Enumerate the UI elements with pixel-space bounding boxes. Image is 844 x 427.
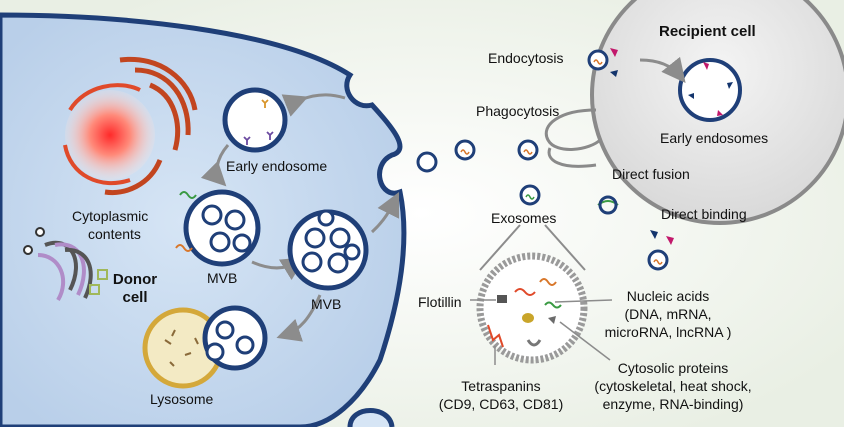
early-endosomes-label: Early endosomes (660, 130, 769, 146)
endocytosis-label: Endocytosis (488, 50, 564, 66)
mvb-1 (175, 189, 261, 267)
direct-binding-vesicle (647, 230, 674, 271)
endocytosis-vesicle (587, 48, 618, 77)
donor-early-endosome (222, 87, 288, 153)
flotillin-label: Flotillin (418, 294, 462, 310)
phagocytosis-label: Phagocytosis (476, 103, 560, 119)
exosome-vesicle (519, 184, 541, 206)
nucleic-acids-label-line3: microRNA, lncRNA ) (604, 324, 732, 340)
tetraspanins-label-line2: (CD9, CD63, CD81) (438, 396, 564, 412)
recipient-cell-label: Recipient cell (659, 23, 756, 40)
exosomes-label: Exosomes (491, 210, 557, 226)
mvb-label-2: MVB (311, 296, 342, 312)
direct-fusion-vesicle (597, 195, 619, 215)
donor-cell-label-line1: Donor (112, 271, 158, 288)
phagocytosis-vesicle (517, 139, 539, 161)
nucleic-acids-label-line1: Nucleic acids (626, 288, 710, 304)
cytosolic-proteins-label-line3: enzyme, RNA-binding) (602, 396, 744, 412)
nucleus-er (63, 56, 198, 196)
endocytosis-arrow (639, 56, 686, 84)
endosome-to-mvb-arrow (200, 144, 230, 187)
mvb-label-1: MVB (207, 270, 238, 286)
cytoplasmic-contents-label-line1: Cytoplasmic (72, 208, 149, 224)
mvb-to-lysosome-arrow (276, 294, 322, 342)
mvb-2 (287, 209, 369, 291)
recipient-early-endosome (678, 58, 742, 122)
mvb-to-release-arrow (370, 191, 400, 234)
lysosome-label: Lysosome (150, 391, 214, 407)
donor-cell-label-line2: cell (122, 289, 148, 306)
tetraspanins-label-line1: Tetraspanins (461, 378, 541, 394)
direct-fusion-label: Direct fusion (612, 166, 690, 182)
lysosome-fusing-mvb (202, 305, 268, 371)
cytosolic-proteins-label-line1: Cytosolic proteins (617, 360, 729, 376)
free-vesicle-1 (454, 139, 476, 161)
nucleic-acids-label-line2: (DNA, mRNA, (624, 306, 712, 322)
early-endosome-label: Early endosome (226, 158, 328, 174)
cytosolic-proteins-label-line2: (cytoskeletal, heat shock, (594, 378, 752, 394)
exosome-detail (470, 224, 613, 365)
free-vesicle-2 (416, 151, 438, 173)
cytoplasmic-contents-label-line2: contents (88, 226, 141, 242)
endocytosis-donor-arrow (281, 93, 346, 117)
direct-binding-label: Direct binding (661, 206, 747, 222)
golgi-apparatus (23, 227, 108, 302)
